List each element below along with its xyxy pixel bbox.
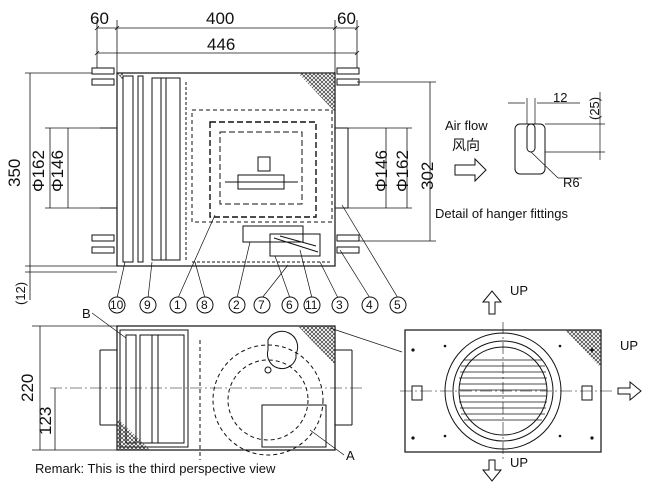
up-arrow-bottom-icon xyxy=(481,459,503,482)
hanger-detail xyxy=(508,92,605,179)
callout-5: 5 xyxy=(394,298,401,312)
dim-overall-width: 446 xyxy=(207,35,235,54)
callout-2: 2 xyxy=(233,298,240,312)
up-label-bottom: UP xyxy=(510,455,528,470)
front-view xyxy=(99,325,353,460)
letter-b-leader xyxy=(91,312,127,339)
up-label-top: UP xyxy=(510,283,528,298)
dim-side-123: 123 xyxy=(36,407,55,435)
hanger-dim-25: (25) xyxy=(587,97,602,120)
dim-top-right: 60 xyxy=(337,9,356,28)
dim-height-350: 350 xyxy=(5,159,24,187)
remark-text: Remark: This is the third perspective vi… xyxy=(35,461,276,476)
right-dimension-lines xyxy=(348,81,436,242)
airflow-label: Air flow xyxy=(445,118,488,133)
callout-1: 1 xyxy=(174,298,181,312)
callout-8: 8 xyxy=(201,298,208,312)
callout-7: 7 xyxy=(258,298,265,312)
front-dimension-lines xyxy=(32,325,117,451)
dim-dia-162-left: Φ162 xyxy=(29,150,48,192)
front-to-end-leader xyxy=(329,327,403,353)
dim-bottom-12: (12) xyxy=(13,282,28,305)
dim-top-left: 60 xyxy=(90,9,109,28)
letter-a-leader xyxy=(309,429,345,456)
left-dimension-lines xyxy=(25,72,117,300)
hanger-radius: R6 xyxy=(563,175,580,190)
dim-dia-146-left: Φ146 xyxy=(48,150,67,192)
up-arrow-right-icon xyxy=(617,380,642,402)
top-view xyxy=(91,67,360,267)
callout-circles xyxy=(108,296,407,314)
callout-9: 9 xyxy=(144,298,151,312)
up-arrow-top-icon xyxy=(481,290,503,315)
hanger-caption: Detail of hanger fittings xyxy=(435,206,568,221)
letter-a: A xyxy=(346,448,355,463)
dim-side-220: 220 xyxy=(18,374,37,402)
airflow-arrow-icon xyxy=(454,157,487,183)
dim-dia-162-right: Φ162 xyxy=(393,150,412,192)
callout-6: 6 xyxy=(286,298,293,312)
callout-leaders xyxy=(116,204,399,299)
hanger-dim-12: 12 xyxy=(553,90,567,105)
callout-4: 4 xyxy=(366,298,373,312)
dim-dia-146-right: Φ146 xyxy=(372,150,391,192)
dim-top-mid: 400 xyxy=(206,9,234,28)
dim-height-302: 302 xyxy=(418,162,437,190)
up-label-right: UP xyxy=(620,338,638,353)
end-view-mount-dots xyxy=(411,344,594,440)
callout-3: 3 xyxy=(336,298,343,312)
letter-b: B xyxy=(82,306,91,321)
top-dimension-lines xyxy=(94,20,360,73)
callout-11: 11 xyxy=(305,298,318,312)
callout-10: 10 xyxy=(110,298,124,312)
airflow-label-cn: 风向 xyxy=(452,138,480,154)
